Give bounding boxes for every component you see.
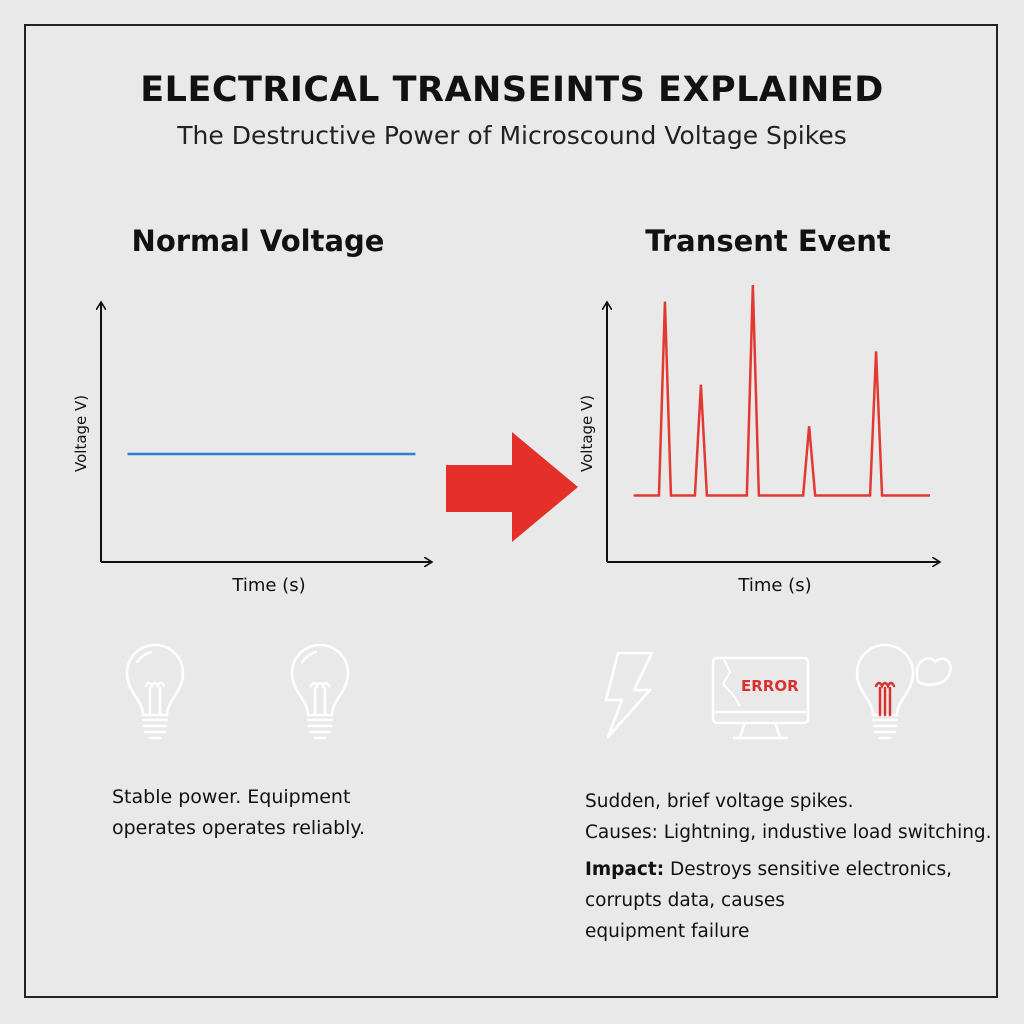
- monitor-error-icon: [711, 656, 810, 740]
- description-line: Destroys sensitive electronics,: [664, 859, 953, 880]
- left-x-axis-label: Time (s): [232, 575, 306, 596]
- right-x-axis-label: Time (s): [738, 575, 812, 596]
- impact-label: Impact:: [585, 859, 665, 880]
- description-line: Stable power. Equipment: [112, 786, 351, 808]
- error-label: ERROR: [741, 677, 799, 695]
- lightbulb-icon: [125, 643, 185, 740]
- burnt-lightbulb-icon: [855, 643, 952, 740]
- transient-event-title: Transent Event: [645, 224, 891, 258]
- transient-description: Sudden, brief voltage spikes. Causes: Li…: [585, 786, 992, 947]
- transition-arrow-icon: [446, 432, 578, 542]
- description-line: Causes: Lightning, industive load switch…: [585, 822, 992, 843]
- description-line: corrupts data, causes: [585, 890, 785, 911]
- left-y-axis-label: Voltage V): [72, 394, 90, 472]
- normal-voltage-title: Normal Voltage: [131, 224, 385, 258]
- description-line: equipment failure: [585, 921, 750, 942]
- infographic-frame: [24, 24, 998, 998]
- transient-voltage-line: [633, 284, 931, 497]
- lightning-bolt-icon: [604, 651, 654, 739]
- description-line: Sudden, brief voltage spikes.: [585, 791, 854, 812]
- description-line: operates operates reliably.: [112, 817, 366, 839]
- page-title: ELECTRICAL TRANSEINTS EXPLAINED: [140, 70, 884, 110]
- page-subtitle: The Destructive Power of Microscound Vol…: [177, 121, 847, 150]
- right-y-axis-label: Voltage V): [578, 394, 596, 472]
- normal-description: Stable power. Equipment operates operate…: [112, 782, 365, 844]
- lightbulb-icon: [290, 643, 350, 740]
